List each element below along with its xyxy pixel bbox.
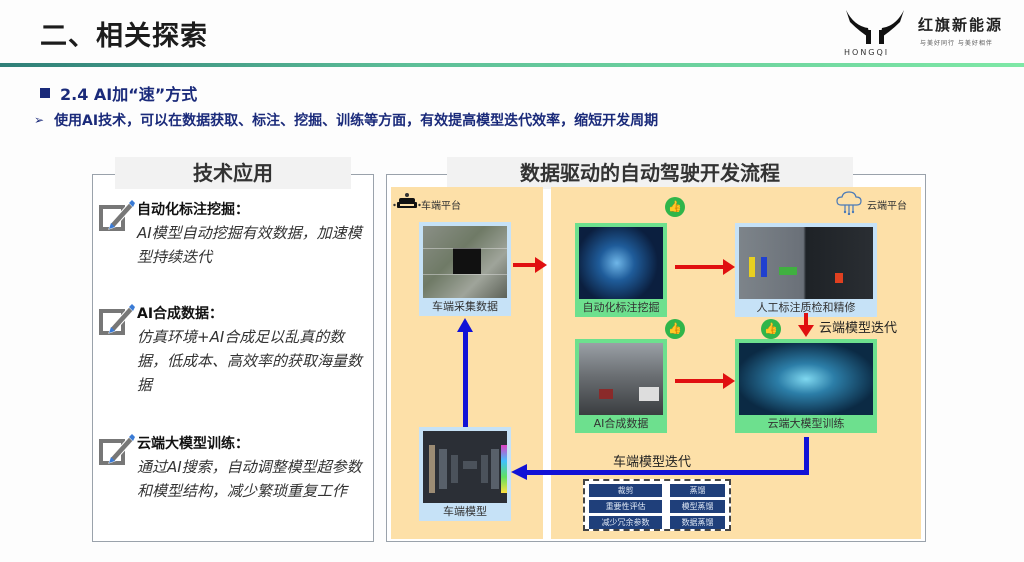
tag-data-distill: 数据蒸馏 — [670, 516, 725, 529]
thumbs-up-icon: 👍 — [761, 319, 781, 339]
arrow-to-auto-label — [513, 257, 547, 273]
section-heading: 2.4 AI加“速”方式 — [40, 81, 197, 105]
compression-tags: 裁剪 蒸馏 重要性评估 模型蒸馏 减少冗余参数 数据蒸馏 — [583, 479, 731, 531]
logo-slogan: 与美好同行 与美好相伴 — [920, 40, 993, 47]
arrow-to-manual-qa — [675, 259, 735, 275]
tag-distill: 蒸馏 — [670, 484, 725, 497]
node-label: 车端模型 — [443, 505, 487, 518]
dev-flow-panel: 数据驱动的自动驾驶开发流程 车端平台 车端采集数据 — [386, 157, 926, 542]
thumbs-up-icon: 👍 — [665, 319, 685, 339]
ai-head-image — [579, 227, 663, 299]
tech-item-body: 仿真环境+AI合成足以乱真的数据，低成本、高效率的获取海量数据 — [137, 328, 363, 394]
cloud-iter-label: 云端模型迭代 — [819, 321, 898, 336]
node-label: 人工标注质检和精修 — [756, 301, 856, 314]
header-divider — [0, 63, 1024, 67]
tech-item-heading: AI合成数据： — [137, 306, 224, 322]
logo-brand: 红旗新能源 — [918, 16, 1004, 34]
vehicle-platform-zone: 车端平台 车端采集数据 车端模型 — [391, 187, 543, 539]
tag-reduce-params: 减少冗余参数 — [589, 516, 663, 529]
tech-application-panel: 技术应用 自动化标注挖掘： AI模型自动挖掘有效数据，加速模型持续迭代 AI合成… — [92, 157, 374, 542]
logo-wordmark: HONGQI — [844, 48, 890, 57]
tech-item-body: AI模型自动挖掘有效数据，加速模型持续迭代 — [137, 224, 362, 266]
tech-item-heading: 自动化标注挖掘： — [137, 202, 249, 218]
section-heading-text: 2.4 AI加“速”方式 — [60, 85, 198, 104]
node-label: AI合成数据 — [593, 417, 649, 430]
node-label: 自动化标注挖掘 — [582, 301, 660, 314]
street-image — [579, 343, 663, 415]
encoder-decoder-image — [423, 431, 507, 503]
vehicle-iter-label: 车端模型迭代 — [613, 455, 692, 470]
square-bullet-icon — [40, 88, 50, 98]
node-auto-label[interactable]: 自动化标注挖掘 — [575, 223, 667, 317]
node-cloud-training[interactable]: 云端大模型训练 — [735, 339, 877, 433]
tech-item-cloud-training: 云端大模型训练： 通过AI搜索，自动调整模型超参数和模型结构，减少繁琐重复工作 — [99, 429, 369, 539]
cloud-tech-image — [739, 343, 873, 415]
panel-title-flow: 数据驱动的自动驾驶开发流程 — [447, 157, 853, 189]
arrow-bullet-icon: ➢ — [34, 113, 45, 127]
edit-icon — [99, 434, 135, 465]
cloud-platform-label: 云端平台 — [867, 201, 907, 212]
tag-pruning: 裁剪 — [589, 484, 663, 497]
return-arrow-vertical — [804, 437, 809, 475]
tag-importance: 重要性评估 — [589, 500, 663, 513]
cloud-icon — [836, 191, 862, 215]
bullet-text: 使用AI技术，可以在数据获取、标注、挖掘、训练等方面，有效提高模型迭代效率，缩短… — [54, 113, 659, 129]
hongqi-mark-icon — [846, 10, 904, 44]
vehicle-platform-label: 车端平台 — [421, 201, 461, 212]
multicam-image — [423, 226, 507, 298]
tech-item-auto-label: 自动化标注挖掘： AI模型自动挖掘有效数据，加速模型持续迭代 — [99, 195, 369, 295]
panel-title-tech: 技术应用 — [115, 157, 351, 189]
hongqi-logo: HONGQI 红旗新能源 与美好同行 与美好相伴 — [840, 4, 1024, 60]
node-label: 车端采集数据 — [432, 300, 498, 313]
edit-icon — [99, 304, 135, 335]
car-icon — [393, 193, 421, 208]
annotation-image — [739, 227, 873, 299]
arrow-synthetic-to-train — [675, 373, 735, 389]
edit-icon — [99, 200, 135, 231]
arrow-to-cloud-train — [798, 313, 814, 337]
tech-item-heading: 云端大模型训练： — [137, 436, 249, 452]
bullet-line: ➢ 使用AI技术，可以在数据获取、标注、挖掘、训练等方面，有效提高模型迭代效率，… — [34, 110, 658, 130]
node-vehicle-data[interactable]: 车端采集数据 — [419, 222, 511, 316]
node-synthetic-data[interactable]: AI合成数据 — [575, 339, 667, 433]
node-vehicle-model[interactable]: 车端模型 — [419, 427, 511, 521]
tech-item-body: 通过AI搜索，自动调整模型超参数和模型结构，减少繁琐重复工作 — [137, 458, 362, 500]
return-arrow-horizontal — [511, 464, 809, 480]
thumbs-up-icon: 👍 — [665, 197, 685, 217]
page-title: 二、相关探索 — [40, 21, 208, 52]
tag-model-distill: 模型蒸馏 — [670, 500, 725, 513]
node-label: 云端大模型训练 — [767, 417, 845, 430]
tech-item-synthetic-data: AI合成数据： 仿真环境+AI合成足以乱真的数据，低成本、高效率的获取海量数据 — [99, 299, 369, 409]
node-manual-qa[interactable]: 人工标注质检和精修 — [735, 223, 877, 317]
upload-arrow — [457, 318, 473, 427]
